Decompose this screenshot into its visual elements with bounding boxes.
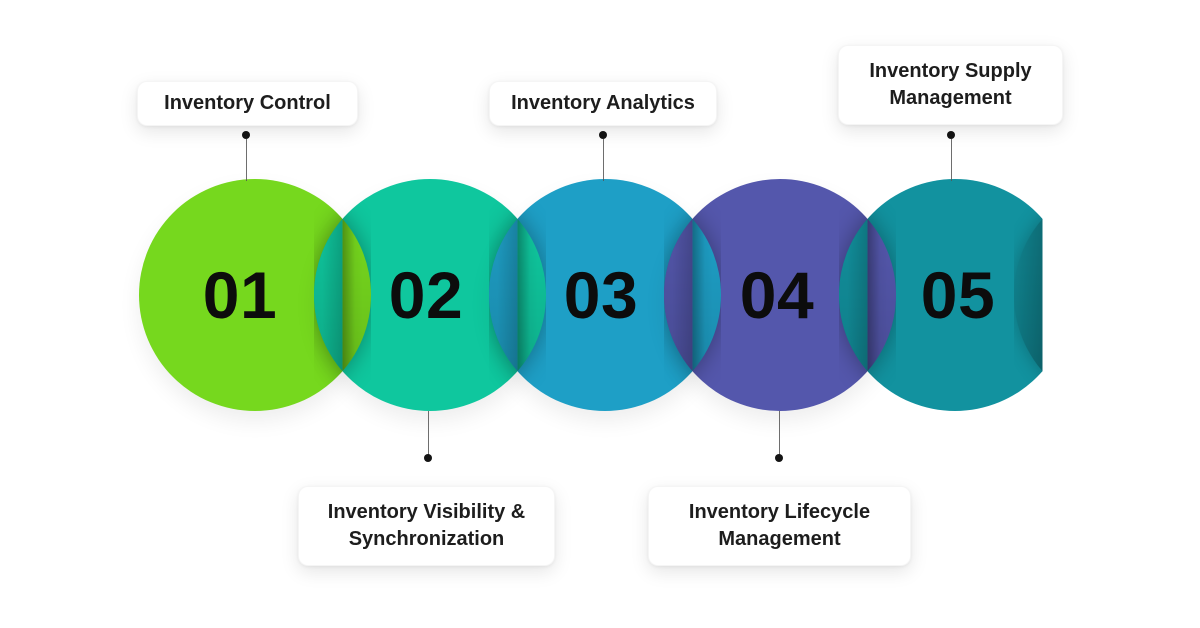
step-circle-5 — [839, 179, 1043, 411]
connector-dot-5 — [947, 131, 955, 139]
connector-line-2 — [428, 411, 429, 455]
connector-line-1 — [246, 139, 247, 181]
step-label-2: Inventory Visibility & Synchronization — [298, 486, 555, 566]
connector-line-5 — [951, 139, 952, 181]
connector-line-4 — [779, 411, 780, 455]
connector-dot-4 — [775, 454, 783, 462]
step-label-1: Inventory Control — [137, 81, 358, 126]
connector-dot-2 — [424, 454, 432, 462]
connector-dot-1 — [242, 131, 250, 139]
step-label-3: Inventory Analytics — [489, 81, 717, 126]
step-label-5: Inventory Supply Management — [838, 45, 1063, 125]
connector-dot-3 — [599, 131, 607, 139]
connector-line-3 — [603, 139, 604, 181]
step-label-4: Inventory Lifecycle Management — [648, 486, 911, 566]
